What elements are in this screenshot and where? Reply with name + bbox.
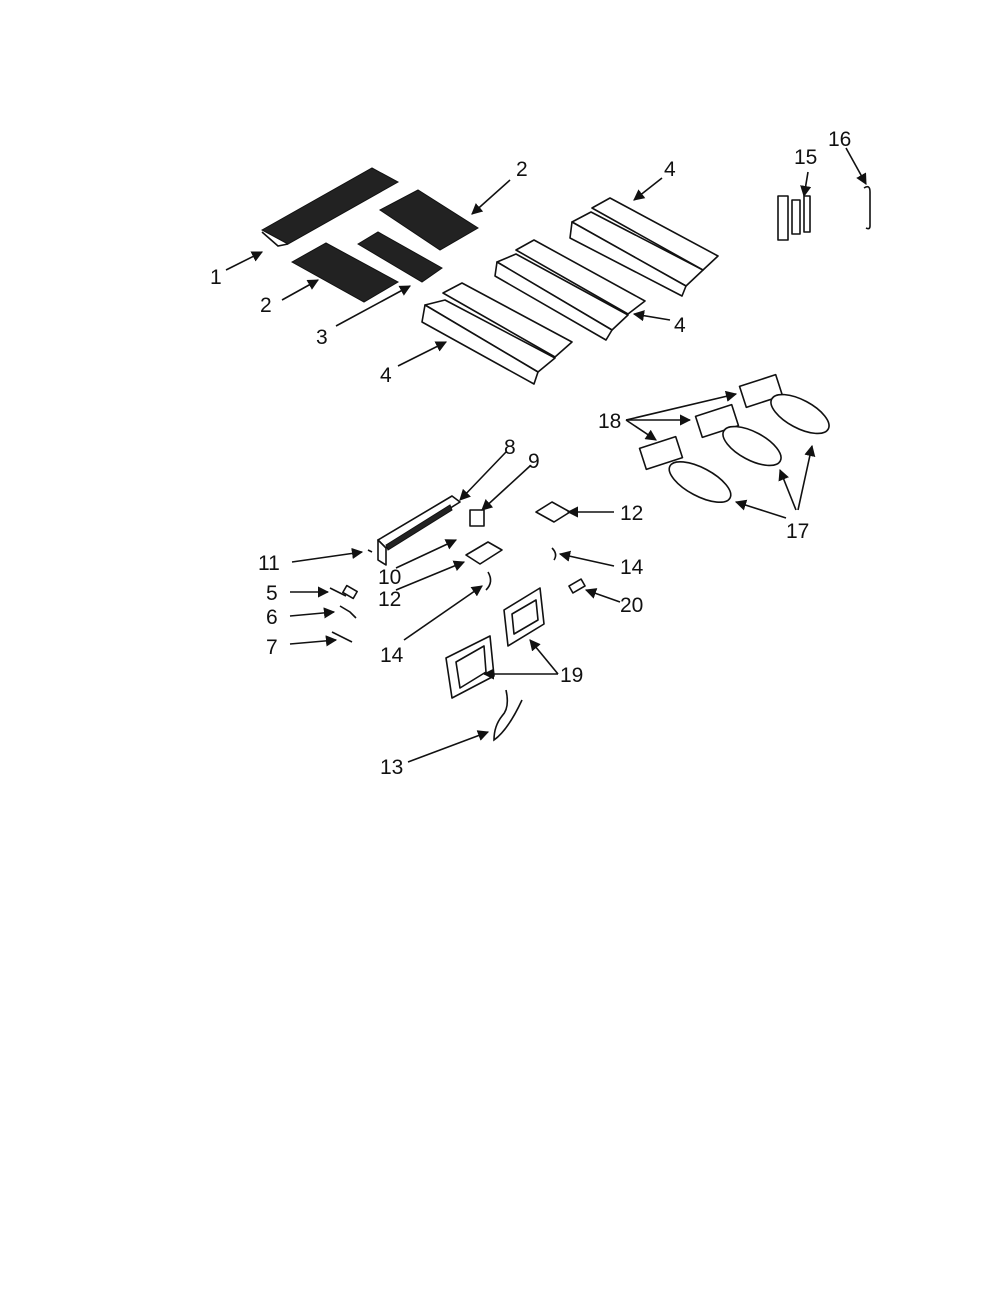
callout-4: 4 [674, 314, 686, 337]
callout-14: 14 [620, 556, 644, 579]
part-3-grate [357, 231, 443, 283]
callout-18: 18 [598, 410, 621, 433]
leader-arrows [225, 147, 867, 763]
callout-12: 12 [620, 502, 643, 525]
callout-2: 2 [516, 158, 528, 181]
callout-15: 15 [794, 146, 817, 169]
part-2-grate-lower [290, 242, 400, 303]
part-4-flavorizer-bars [421, 197, 719, 385]
callout-5: 5 [266, 582, 278, 605]
callout-3: 3 [316, 326, 328, 349]
callout-17: 17 [786, 520, 809, 543]
flavorizer-bar [515, 239, 646, 315]
part-19-door-right [503, 587, 545, 647]
part-19-door-left [445, 635, 495, 699]
part-15-bracket [777, 195, 811, 241]
callout-6: 6 [266, 606, 278, 629]
callout-19: 19 [560, 664, 583, 687]
callout-7: 7 [266, 636, 278, 659]
part-13-wire [493, 689, 523, 742]
callout-16: 16 [828, 128, 851, 151]
callout-20: 20 [620, 594, 643, 617]
callout-1: 1 [210, 266, 222, 289]
part-9-bracket [469, 509, 485, 527]
part-8-control-panel [377, 495, 461, 566]
part-18-burner-tubes [638, 373, 784, 471]
small-parts [329, 547, 586, 643]
part-12-plate-upper [535, 501, 571, 523]
part-17-burners [668, 393, 830, 503]
callout-14: 14 [380, 644, 404, 667]
callout-2: 2 [260, 294, 272, 317]
part-12-plate-lower [465, 541, 503, 565]
part-16-pin [863, 185, 871, 230]
callout-labels: 1 2 2 3 4 4 4 15 16 18 17 8 9 12 11 10 1… [210, 128, 851, 779]
callout-4: 4 [664, 158, 676, 181]
callout-13: 13 [380, 756, 403, 779]
flavorizer-bar [569, 211, 704, 297]
callout-11: 11 [258, 552, 280, 575]
part-2-grate-upper [379, 189, 479, 251]
flavorizer-bar [494, 253, 629, 341]
callout-12: 12 [378, 588, 401, 611]
callout-4: 4 [380, 364, 392, 387]
callout-10: 10 [378, 566, 401, 589]
part-1-grate [260, 167, 400, 247]
callout-8: 8 [504, 436, 516, 459]
callout-9: 9 [528, 450, 540, 473]
flavorizer-bar [591, 197, 719, 271]
flavorizer-bar [442, 282, 573, 358]
flavorizer-bar [421, 299, 556, 385]
